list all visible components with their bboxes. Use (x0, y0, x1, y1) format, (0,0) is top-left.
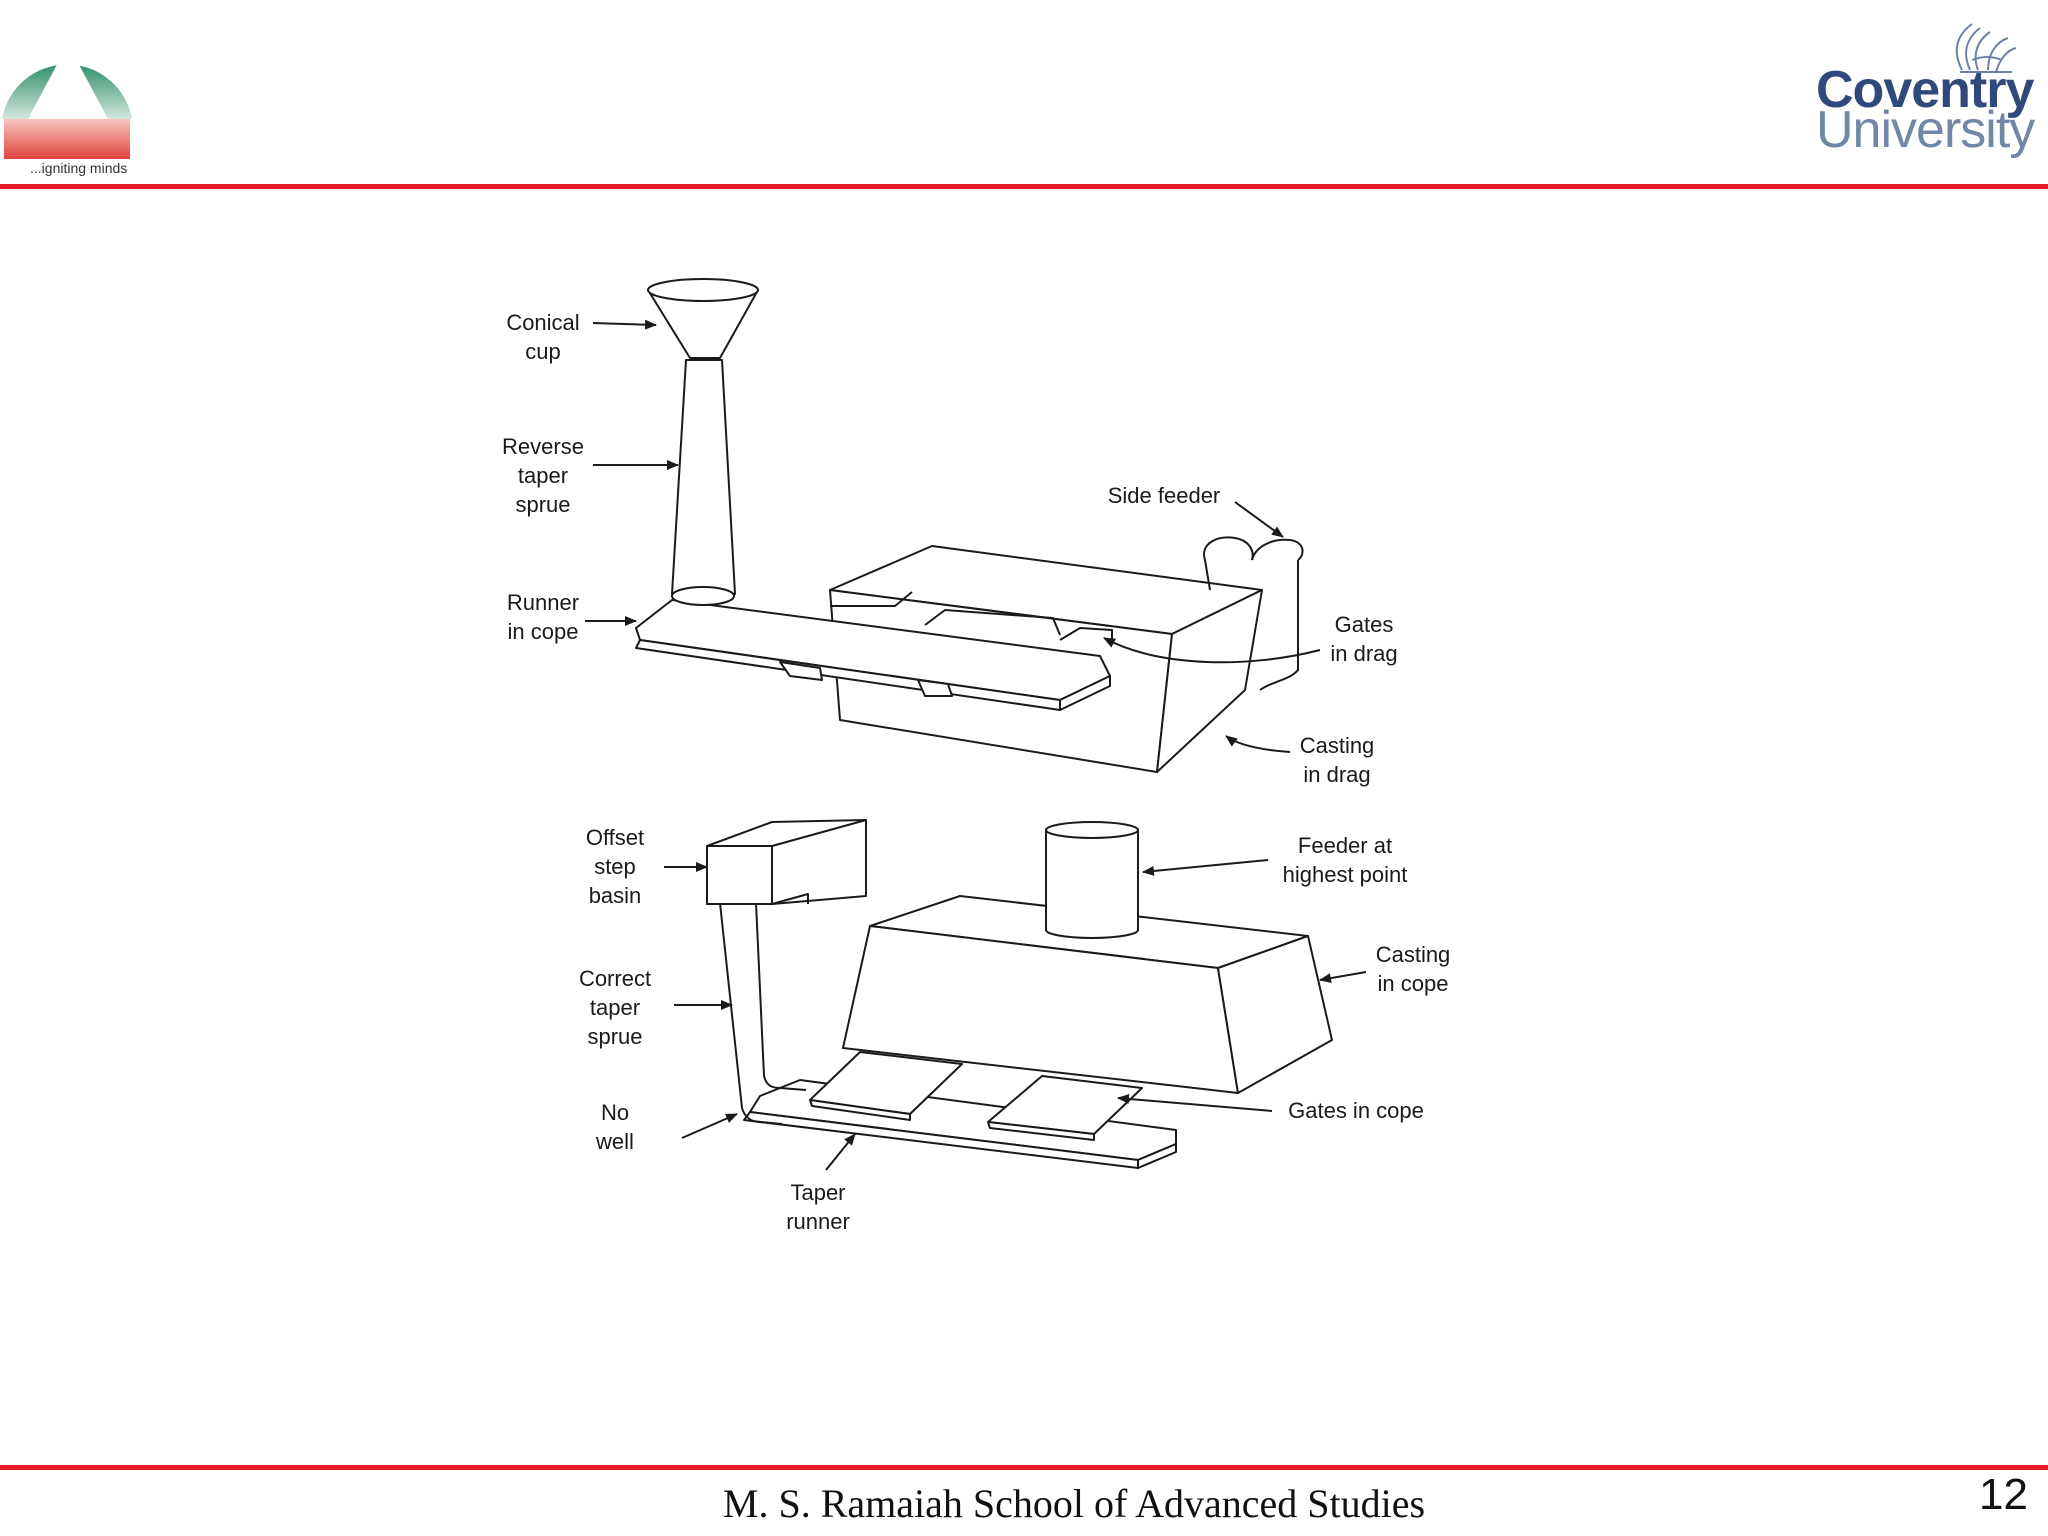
arrow-conical-cup (592, 319, 657, 330)
label-feeder-at-highest-point: Feeder at highest point (1282, 833, 1408, 887)
label-conical-cup: Conical cup (506, 310, 580, 364)
arrow-casting-in-cope (1319, 971, 1367, 984)
label-side-feeder: Side feeder (1107, 483, 1221, 508)
reverse-taper-sprue-shape (671, 359, 736, 606)
side-feeder-shape (1203, 536, 1304, 691)
label-gates-in-cope: Gates in cope (1288, 1098, 1424, 1123)
arrow-gates-in-cope (1117, 1093, 1273, 1112)
runner-in-cope-shape (635, 599, 1111, 711)
coventry-wordmark-line2: University (1816, 101, 2035, 159)
label-no-well: No well (596, 1100, 634, 1154)
footer-rule (0, 1465, 2048, 1470)
offset-step-basin-shape (706, 819, 867, 905)
label-runner-in-cope: Runner in cope (506, 590, 580, 644)
casting-in-cope-shape (842, 895, 1333, 1094)
arrow-side-feeder (1234, 501, 1284, 538)
label-casting-in-drag: Casting in drag (1299, 733, 1375, 787)
label-casting-in-cope: Casting in cope (1375, 942, 1451, 996)
header-rule (0, 184, 2048, 189)
label-taper-runner: Taper runner (786, 1180, 850, 1234)
coventry-phoenix-logo-icon (1955, 23, 2017, 73)
arrow-feeder-at-highest-point (1142, 859, 1269, 876)
logo-tagline: ...igniting minds (30, 160, 128, 176)
label-gates-in-drag: Gates in drag (1330, 612, 1398, 666)
footer-institution: M. S. Ramaiah School of Advanced Studies (722, 1481, 1426, 1526)
page-number: 12 (1979, 1470, 2028, 1519)
gates-in-cope-shape (809, 1051, 1143, 1141)
arrow-gates-in-drag (1103, 637, 1321, 664)
label-reverse-taper-sprue: Reverse taper sprue (502, 434, 584, 517)
label-correct-taper-sprue: Correct taper sprue (578, 966, 652, 1049)
arrow-no-well (681, 1113, 738, 1139)
conical-cup-shape (647, 278, 759, 359)
arrow-taper-runner (825, 1133, 856, 1171)
arrow-casting-in-drag (1225, 735, 1291, 753)
feeder-at-highest-point-shape (1045, 821, 1139, 939)
correct-taper-sprue-shape (719, 902, 807, 1125)
coventry-wordmark-line1: Coventry (1816, 61, 2034, 119)
label-offset-step-basin: Offset step basin (585, 825, 645, 908)
msrsas-logo-icon (2, 44, 132, 159)
